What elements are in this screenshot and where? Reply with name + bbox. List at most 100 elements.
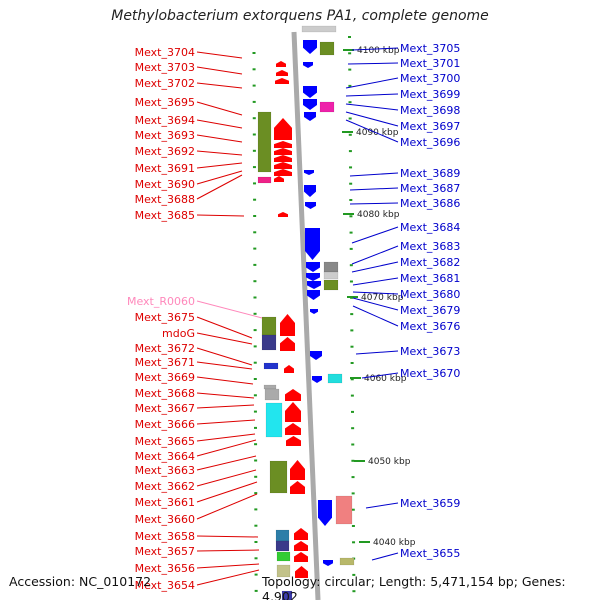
track-tick xyxy=(254,589,258,592)
track-tick xyxy=(350,313,354,316)
track-tick xyxy=(252,149,256,152)
track-tick xyxy=(254,541,258,543)
callout-line xyxy=(196,404,255,409)
forward-cds-arrow xyxy=(290,481,305,494)
reverse-cds-arrow xyxy=(306,262,320,272)
callout-line xyxy=(196,361,253,370)
track-tick xyxy=(252,100,256,103)
forward-cds-arrow xyxy=(286,436,301,446)
operon-block xyxy=(261,334,277,351)
callout-line xyxy=(352,277,399,286)
callout-line xyxy=(196,150,243,156)
track-tick xyxy=(348,68,352,71)
callout-line xyxy=(361,372,399,379)
gene-label: Mext_3676 xyxy=(400,320,460,333)
callout-line xyxy=(352,297,399,311)
operon-block xyxy=(323,261,339,273)
reverse-cds-arrow xyxy=(318,500,332,526)
operon-block xyxy=(275,540,290,552)
track-tick xyxy=(351,508,355,511)
track-tick xyxy=(348,150,352,153)
track-tick xyxy=(349,247,353,250)
callout-line xyxy=(196,332,253,345)
track-tick xyxy=(254,557,258,560)
track-tick xyxy=(349,215,353,218)
track-tick xyxy=(252,166,256,169)
forward-cds-arrow xyxy=(294,541,308,551)
callout-line xyxy=(196,214,245,217)
callout-line xyxy=(345,111,399,127)
track-tick xyxy=(254,524,258,527)
gene-label: Mext_3698 xyxy=(400,104,460,117)
track-tick xyxy=(350,345,354,348)
forward-cds-arrow xyxy=(295,566,308,578)
track-tick xyxy=(253,247,257,250)
small-feature xyxy=(263,384,277,390)
callout-line xyxy=(196,347,253,366)
small-feature xyxy=(281,590,293,600)
track-tick xyxy=(351,427,355,430)
reverse-cds-arrow xyxy=(303,62,313,68)
forward-cds-arrow xyxy=(294,552,308,562)
gene-label: Mext_3693 xyxy=(135,129,195,142)
gene-label: Mext_3655 xyxy=(400,547,460,560)
callout-line xyxy=(352,291,399,295)
gene-label: Mext_3696 xyxy=(400,136,460,149)
forward-cds-arrow xyxy=(284,365,294,373)
track-tick xyxy=(253,215,257,217)
gene-label: Mext_3661 xyxy=(135,496,195,509)
gene-label: Mext_3694 xyxy=(135,114,195,127)
gene-label: Mext_3688 xyxy=(135,193,195,206)
gene-label: Mext_R0060 xyxy=(127,295,195,308)
track-tick xyxy=(253,394,257,397)
callout-line xyxy=(196,119,243,129)
forward-cds-arrow xyxy=(280,314,295,336)
scale-label: 4060 kbp xyxy=(364,374,407,384)
callout-line xyxy=(196,419,256,425)
operon-block xyxy=(276,564,291,578)
callout-line xyxy=(196,455,257,471)
gene-label: Mext_3657 xyxy=(135,545,195,558)
gene-label: Mext_3697 xyxy=(400,120,460,133)
gene-label: Mext_3656 xyxy=(135,562,195,575)
track-tick xyxy=(252,133,256,136)
track-tick xyxy=(348,133,352,136)
forward-cds-arrow xyxy=(285,402,301,422)
gene-label: Mext_3685 xyxy=(135,209,195,222)
map-title: Methylobacterium extorquens PA1, complet… xyxy=(111,8,489,24)
gene-label: Mext_3662 xyxy=(135,480,195,493)
reverse-cds-arrow xyxy=(310,351,322,360)
track-tick xyxy=(348,101,352,104)
track-tick xyxy=(350,378,354,381)
callout-line xyxy=(196,101,243,116)
callout-line xyxy=(196,316,253,339)
track-tick xyxy=(252,68,256,71)
track-tick xyxy=(352,590,356,593)
track-tick xyxy=(349,199,353,201)
track-tick xyxy=(351,459,355,462)
callout-line xyxy=(365,502,399,509)
track-tick xyxy=(253,329,257,332)
left-gene-labels: Mext_3704Mext_3703Mext_3702Mext_3695Mext… xyxy=(127,46,263,592)
track-tick xyxy=(254,573,258,576)
callout-line xyxy=(196,51,243,59)
operon-block xyxy=(257,111,272,173)
callout-line xyxy=(351,47,399,51)
track-tick xyxy=(253,361,257,364)
operon-block xyxy=(327,373,343,384)
gene-label: Mext_3690 xyxy=(135,178,195,191)
callout-line xyxy=(196,433,256,442)
forward-cds-arrow xyxy=(276,61,286,67)
callout-line xyxy=(196,170,243,185)
track-tick xyxy=(350,394,354,397)
scale-label: 4040 kbp xyxy=(373,538,416,548)
gene-label: Mext_3660 xyxy=(135,513,195,526)
gene-label: Mext_3675 xyxy=(135,311,195,324)
reverse-cds-arrow xyxy=(303,86,317,98)
track-tick xyxy=(348,52,352,55)
reverse-cds-arrow xyxy=(323,560,333,566)
forward-cds-arrow xyxy=(274,155,292,162)
track-tick xyxy=(349,182,353,185)
callout-line xyxy=(196,162,243,169)
track-tick xyxy=(348,36,351,38)
